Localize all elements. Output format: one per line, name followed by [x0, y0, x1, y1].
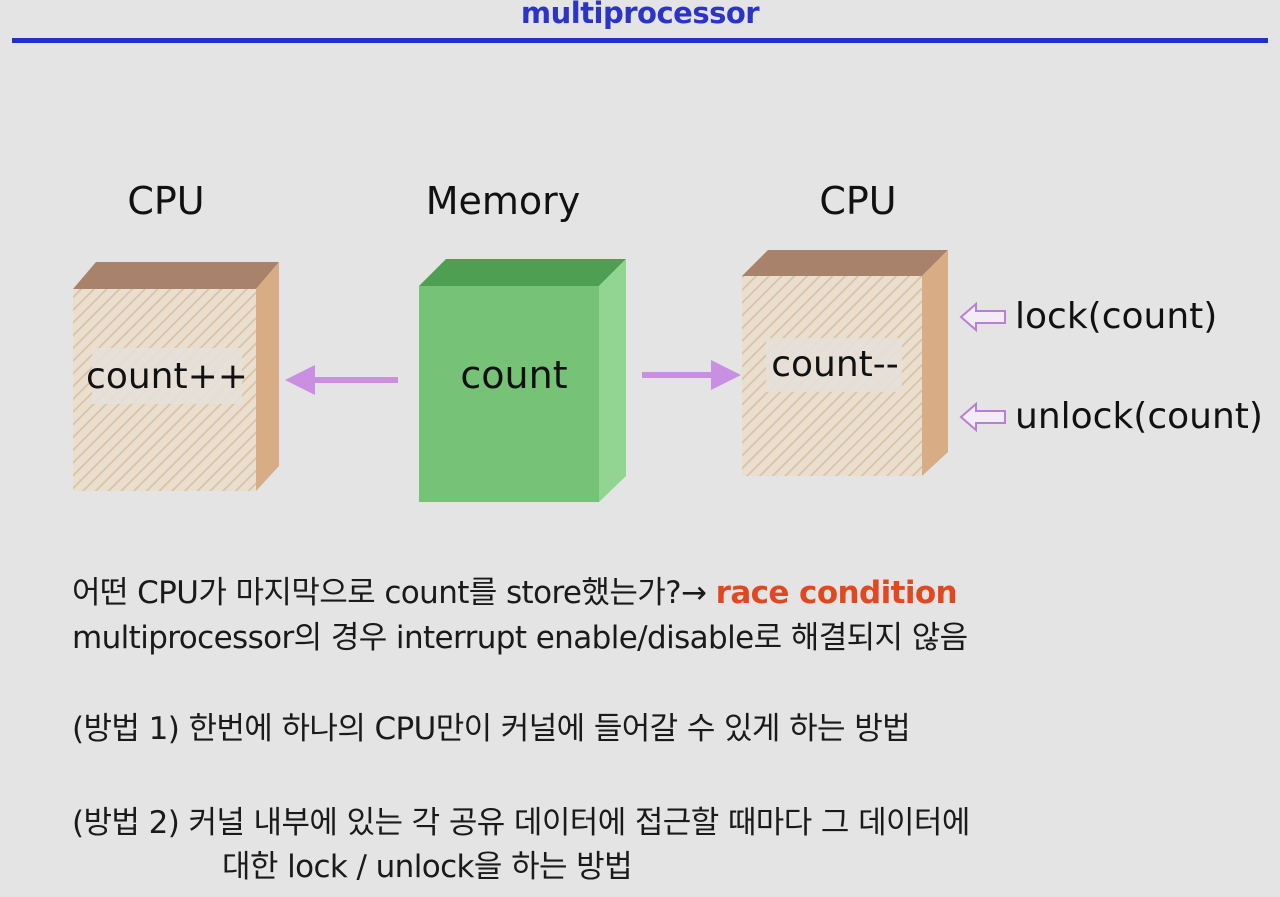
right-cpu-code: count-- [771, 344, 899, 385]
race-condition-line: 어떤 CPU가 마지막으로 count를 store했는가?→ race con… [72, 567, 958, 612]
right-cpu-label: CPU [819, 179, 896, 223]
memory-code: count [460, 353, 567, 397]
method-1: (방법 1) 한번에 하나의 CPU만이 커널에 들어갈 수 있게 하는 방법 [72, 711, 911, 747]
lock-annotation: lock(count) [1015, 296, 1217, 337]
multiprocessor-note: multiprocessor의 경우 interrupt enable/disa… [72, 620, 968, 656]
slide-title: multiprocessor [520, 0, 760, 30]
race-question: 어떤 CPU가 마지막으로 count를 store했는가?→ [72, 575, 716, 611]
left-cpu-label: CPU [127, 179, 204, 223]
unlock-arrow-icon [959, 401, 1006, 433]
left-cpu-box: count++ [73, 262, 279, 491]
race-condition-highlight: race condition [715, 575, 958, 611]
memory-label: Memory [426, 179, 581, 223]
method-2-line-1: (방법 2) 커널 내부에 있는 각 공유 데이터에 접근할 때마다 그 데이터… [72, 805, 970, 841]
lock-arrow-icon [959, 301, 1006, 333]
left-cpu-code: count++ [86, 356, 248, 397]
method-2-line-2: 대한 lock / unlock을 하는 방법 [222, 849, 633, 885]
memory-box: count [419, 259, 626, 502]
right-cpu-box: count-- [742, 250, 948, 476]
title-underline [12, 38, 1268, 43]
unlock-annotation: unlock(count) [1015, 396, 1263, 437]
